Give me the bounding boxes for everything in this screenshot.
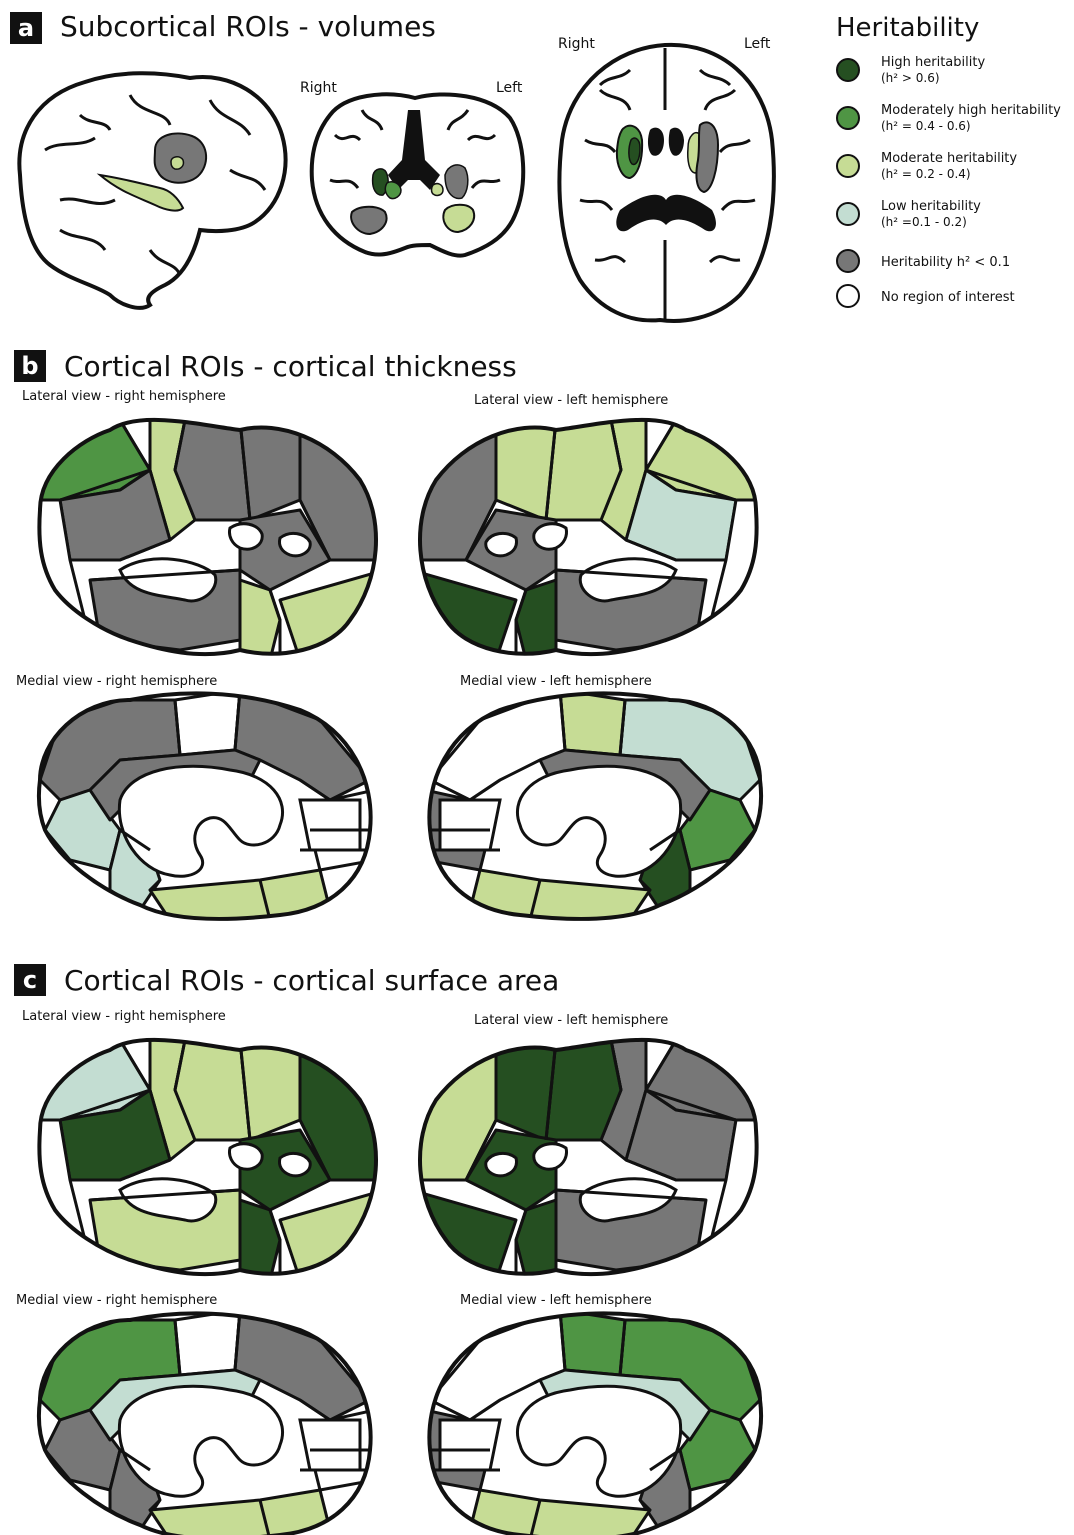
axial-right-label: Right [558, 36, 595, 52]
sagittal-amygdala [171, 157, 183, 169]
legend-swatch [837, 285, 859, 307]
b-lateral-right-label: Lateral view - right hemisphere [22, 389, 226, 404]
brain-gap [300, 800, 360, 850]
panel-b-letter: b [21, 352, 38, 380]
legend-label: High heritability [881, 55, 985, 70]
legend-label: Heritability h² < 0.1 [881, 255, 1010, 270]
axial-pallidum-right [629, 138, 640, 164]
brain-region [175, 1310, 240, 1375]
b-medial-right-label: Medial view - right hemisphere [16, 674, 217, 689]
legend-item: Low heritability(h² =0.1 - 0.2) [837, 199, 981, 229]
brain-gap [440, 1420, 500, 1470]
b-lat-l-brain [411, 420, 766, 660]
c-lat-l-brain [411, 1040, 766, 1280]
coronal-left-label: Left [496, 80, 523, 96]
c-med-l-brain [425, 1310, 761, 1535]
legend-range: (h² > 0.6) [881, 71, 940, 85]
coronal-brain: Right Left [300, 80, 523, 256]
legend-title: Heritability [836, 13, 979, 43]
brain-gap [534, 524, 567, 549]
coronal-right-label: Right [300, 80, 337, 96]
legend-item: Moderately high heritability(h² = 0.4 - … [837, 103, 1061, 133]
b-medial-left-label: Medial view - left hemisphere [460, 674, 652, 689]
b-med-r-brain [39, 690, 375, 920]
sagittal-brain [19, 73, 285, 308]
coronal-pallidum-left [432, 184, 444, 196]
axial-left-label: Left [744, 36, 771, 52]
brain-gap [229, 1144, 262, 1169]
legend-swatch [837, 250, 859, 272]
brain-gap [229, 524, 262, 549]
c-lateral-right-label: Lateral view - right hemisphere [22, 1009, 226, 1024]
legend-label: Moderate heritability [881, 151, 1017, 166]
brain-gap [486, 533, 517, 555]
legend-range: (h² =0.1 - 0.2) [881, 215, 967, 229]
legend-item: High heritability(h² > 0.6) [837, 55, 985, 85]
brain-gap [534, 1144, 567, 1169]
legend-swatch [837, 155, 859, 177]
legend-range: (h² = 0.4 - 0.6) [881, 119, 971, 133]
brain-gap [440, 800, 500, 850]
coronal-putamen-right [385, 182, 401, 199]
c-med-r-brain [39, 1310, 375, 1535]
c-lat-r-brain [30, 1040, 385, 1280]
legend-swatch [837, 59, 859, 81]
legend-item: Moderate heritability(h² = 0.2 - 0.4) [837, 151, 1017, 181]
brain-gap [486, 1153, 517, 1175]
legend-swatch [837, 107, 859, 129]
legend-label: No region of interest [881, 290, 1015, 305]
legend-range: (h² = 0.2 - 0.4) [881, 167, 971, 181]
legend: Heritability High heritability(h² > 0.6)… [836, 13, 1061, 307]
brain-gap [279, 1153, 310, 1175]
panel-a-title: Subcortical ROIs - volumes [60, 10, 436, 43]
b-med-l-brain [425, 690, 761, 920]
axial-outline [559, 45, 773, 321]
c-medial-left-label: Medial view - left hemisphere [460, 1293, 652, 1308]
legend-item: No region of interest [837, 285, 1015, 307]
legend-item: Heritability h² < 0.1 [837, 250, 1010, 272]
b-lat-r-brain [30, 420, 385, 660]
panel-a: a Subcortical ROIs - volumes Right Left [10, 10, 1061, 321]
panel-c-title: Cortical ROIs - cortical surface area [64, 964, 559, 997]
legend-swatch [837, 203, 859, 225]
brain-region [560, 1310, 625, 1375]
legend-label: Low heritability [881, 199, 981, 214]
panel-b-title: Cortical ROIs - cortical thickness [64, 350, 517, 383]
b-lateral-left-label: Lateral view - left hemisphere [474, 393, 668, 408]
c-medial-right-label: Medial view - right hemisphere [16, 1293, 217, 1308]
panel-a-letter: a [18, 14, 34, 42]
c-lateral-left-label: Lateral view - left hemisphere [474, 1013, 668, 1028]
brain-region [560, 690, 625, 755]
brain-gap [279, 533, 310, 555]
brain-region [175, 690, 240, 755]
axial-brain: Right Left [558, 36, 774, 321]
legend-label: Moderately high heritability [881, 103, 1061, 118]
brain-gap [300, 1420, 360, 1470]
panel-c-letter: c [23, 966, 37, 994]
